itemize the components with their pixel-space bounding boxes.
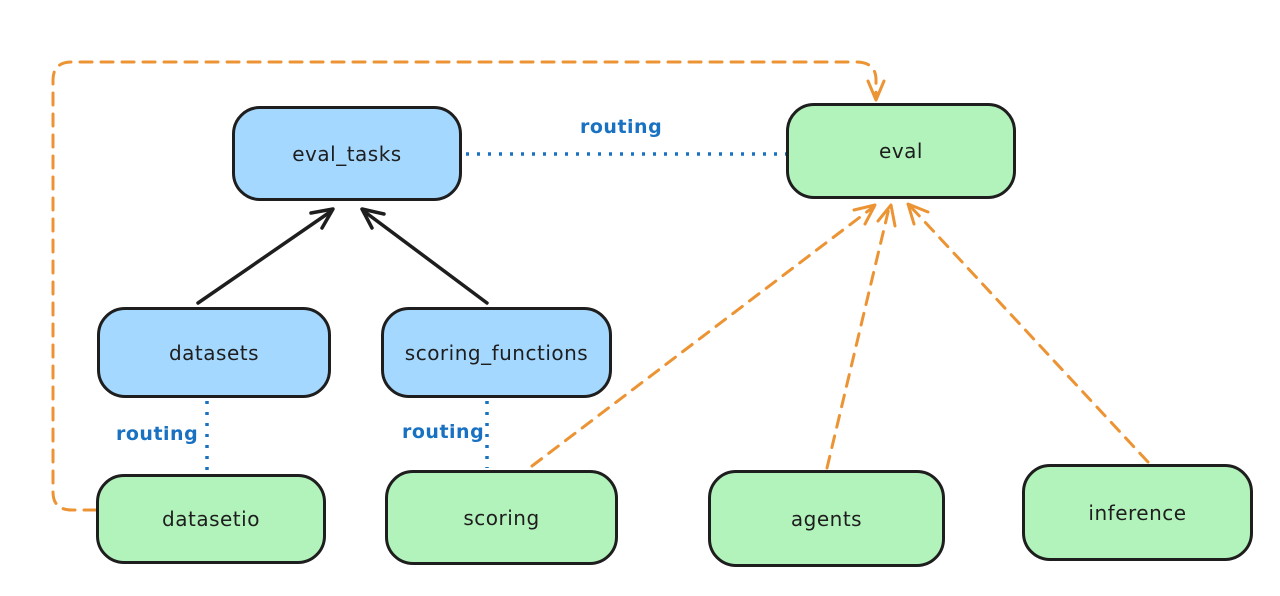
edge-datasets-to-eval-tasks-line bbox=[196, 210, 332, 305]
edge-inference-to-eval-line bbox=[909, 205, 1150, 464]
node-datasets: datasets bbox=[97, 307, 331, 398]
edge-label-routing-left: routing bbox=[116, 423, 199, 445]
node-datasetio: datasetio bbox=[96, 474, 326, 564]
edge-scoring-functions-to-eval-tasks-line bbox=[363, 210, 489, 305]
edge-scoring-to-eval-arrowhead bbox=[852, 203, 877, 226]
node-scoring-functions: scoring_functions bbox=[381, 307, 612, 398]
edge-datasets-to-eval-tasks-arrowhead bbox=[309, 207, 335, 230]
node-inference: inference bbox=[1022, 464, 1253, 561]
edge-agents-to-eval-arrowhead bbox=[876, 203, 897, 228]
edge-inference-to-eval-arrowhead bbox=[906, 202, 930, 226]
edge-label-routing-mid: routing bbox=[402, 421, 485, 443]
node-agents: agents bbox=[708, 470, 945, 567]
edge-label-routing-top: routing bbox=[580, 116, 663, 138]
node-scoring: scoring bbox=[385, 470, 618, 565]
node-eval-tasks: eval_tasks bbox=[232, 106, 462, 201]
edge-scoring-functions-to-eval-tasks-arrowhead bbox=[360, 207, 386, 230]
node-agents-label: agents bbox=[790, 506, 863, 531]
node-eval-tasks-label: eval_tasks bbox=[292, 141, 402, 166]
edge-agents-to-eval-line bbox=[825, 206, 891, 470]
node-eval: eval bbox=[786, 103, 1016, 199]
node-datasetio-label: datasetio bbox=[162, 507, 260, 531]
node-scoring-label: scoring bbox=[463, 505, 540, 530]
node-datasets-label: datasets bbox=[168, 340, 260, 365]
node-scoring-functions-label: scoring_functions bbox=[404, 340, 589, 365]
edge-datasetio-to-eval-arrowhead bbox=[866, 79, 886, 102]
node-eval-label: eval bbox=[879, 139, 923, 163]
node-inference-label: inference bbox=[1088, 500, 1187, 525]
edge-scoring-to-eval-line bbox=[530, 206, 874, 468]
